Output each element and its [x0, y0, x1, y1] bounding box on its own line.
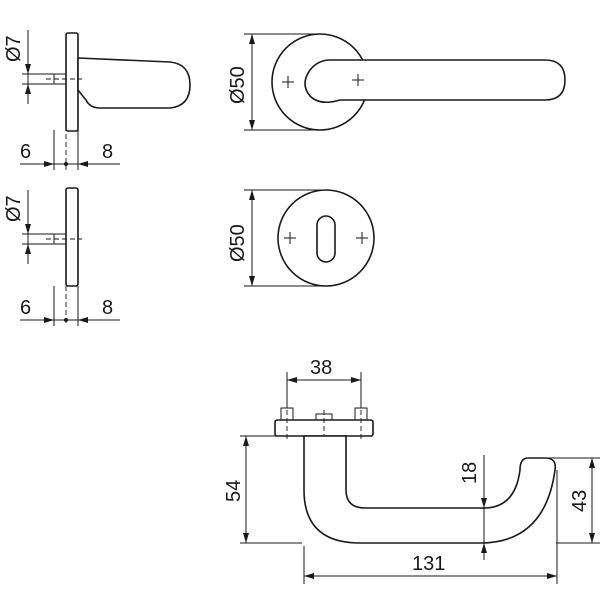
dim-label-handle-rose-diameter: Ø50: [227, 66, 249, 104]
dim-label-handle-height: 54: [223, 480, 245, 502]
dim-point: [64, 318, 68, 322]
dim-arrow: [249, 276, 255, 286]
dim-arrow: [25, 64, 31, 74]
dim-label-keyhole-rose-diameter: Ø50: [227, 224, 249, 262]
dim-label-handle-projection: 43: [569, 490, 591, 512]
fixing-screw-right-icon: [352, 74, 364, 86]
dim-arrow: [243, 436, 249, 446]
dim-point: [64, 162, 68, 166]
dim-arrow: [25, 244, 31, 254]
fixing-screw-left-icon: [282, 76, 294, 88]
dim-arrow: [25, 224, 31, 234]
fixing-screw-left-icon: [284, 232, 296, 244]
dim-label-offset-right-top: 8: [102, 141, 113, 163]
keyhole-slot-icon: [316, 215, 336, 263]
handle-lever-front: [304, 59, 566, 104]
dim-arrow: [287, 377, 297, 383]
dim-label-pin-diameter-bottom: Ø7: [3, 195, 25, 222]
dim-arrow: [589, 533, 595, 543]
handle-neck-curve: [304, 69, 311, 97]
dim-arrow: [249, 120, 255, 130]
dim-arrow: [249, 34, 255, 44]
dim-label-handle-length: 131: [412, 553, 445, 575]
dim-label-grip-diameter: 18: [459, 462, 481, 484]
dim-arrow: [78, 161, 88, 167]
front-view-keyhole-rose: Ø50: [227, 189, 375, 287]
rose-plate-side: [65, 32, 79, 132]
dim-arrow: [44, 161, 54, 167]
dim-arrow: [304, 573, 314, 579]
dim-label-offset-right-bottom: 8: [102, 297, 113, 319]
dim-arrow: [481, 498, 487, 508]
fixing-screw-right-icon: [356, 232, 368, 244]
top-view-handle-profile: 38 54 18 43 131: [223, 357, 600, 584]
dim-label-pin-diameter-top: Ø7: [3, 35, 25, 62]
dim-label-offset-left-bottom: 6: [20, 297, 31, 319]
dim-arrow: [44, 317, 54, 323]
dim-arrow: [481, 543, 487, 553]
side-view-keyhole-rose: Ø7 6 8: [3, 187, 120, 326]
handle-neck-side: [77, 57, 191, 109]
dim-arrow: [78, 317, 88, 323]
dim-arrow: [249, 190, 255, 200]
handle-lever-top: [303, 435, 557, 544]
dim-label-offset-left-top: 6: [20, 141, 31, 163]
side-view-handle-rose: Ø7 6 8: [3, 30, 191, 170]
dim-arrow: [589, 458, 595, 468]
dim-label-fixing-spacing: 38: [310, 357, 332, 379]
dim-arrow: [547, 573, 557, 579]
dim-arrow: [243, 533, 249, 543]
rose-plate-side-bottom: [65, 187, 79, 287]
dim-arrow: [25, 84, 31, 94]
dim-arrow: [351, 377, 361, 383]
front-view-handle-rose: Ø50: [227, 33, 566, 131]
